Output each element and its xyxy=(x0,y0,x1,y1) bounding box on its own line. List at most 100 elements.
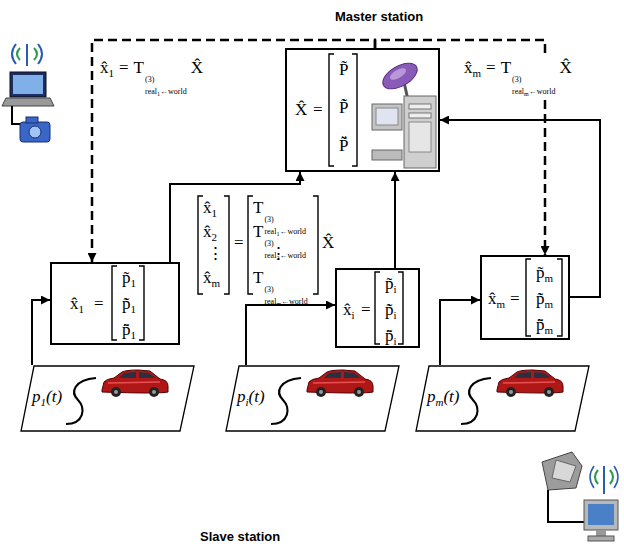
equation: X̂ xyxy=(322,233,334,253)
math-text: = xyxy=(94,294,104,313)
math-text: = xyxy=(486,58,496,77)
script-stack: (3)realm←world xyxy=(512,72,555,99)
math-text: T xyxy=(253,198,263,217)
math-text: ←world xyxy=(529,87,556,96)
connector xyxy=(440,300,480,365)
script-row: (3) xyxy=(264,282,307,294)
math-text: x̂ xyxy=(488,289,497,308)
math-text: 1 xyxy=(79,303,85,315)
math-text: ←world xyxy=(160,87,187,96)
math-text: (3) xyxy=(264,285,273,294)
equation: p̃i xyxy=(385,274,397,299)
equation: ⋮ xyxy=(270,244,287,264)
equation: P̃̇ xyxy=(339,98,348,118)
script-row: real1←world xyxy=(145,84,187,99)
parallelogram-shape xyxy=(21,366,194,431)
trajectory-panel: p1(t) xyxy=(20,365,195,432)
vehicle-panel-2 xyxy=(271,370,373,424)
math-text: = xyxy=(510,289,520,308)
math-text: p̃̇ xyxy=(385,300,394,319)
math-text: 1 xyxy=(41,396,47,408)
math-text: 1 xyxy=(212,207,218,219)
connector xyxy=(170,172,300,262)
math-text: ⋮ xyxy=(270,244,287,263)
math-text: i xyxy=(394,283,397,295)
math-text: x̂ xyxy=(203,268,212,287)
equation: p̃̇1 xyxy=(122,294,136,319)
math-text: m xyxy=(436,396,444,408)
math-text: P̃̈ xyxy=(339,136,348,155)
connector xyxy=(246,305,335,365)
trajectory-panel: pi(t) xyxy=(225,365,400,432)
math-text: m xyxy=(524,91,529,97)
math-text: p̃̈ xyxy=(385,326,394,345)
math-text: i xyxy=(246,396,249,408)
equation: p̃̈m xyxy=(536,315,553,340)
math-text: (3) xyxy=(264,215,273,224)
equation: x̂2 xyxy=(203,222,217,247)
equation: x̂1 xyxy=(203,198,217,223)
vehicle-panel-3 xyxy=(461,370,563,424)
math-text: 2 xyxy=(212,231,218,243)
math-text: (t) xyxy=(249,387,265,406)
math-text: m xyxy=(497,298,506,310)
math-text: ←world xyxy=(279,227,306,236)
equation: p̃̇i xyxy=(385,300,397,325)
slave-box: x̂m=p̃mp̃̇mp̃̈m xyxy=(480,255,570,340)
math-text: P̃ xyxy=(339,60,348,79)
equation: x̂m=T(3)realm←worldX̂ xyxy=(462,58,574,99)
connector xyxy=(394,172,396,268)
math-text: i xyxy=(394,335,397,347)
equation: p̃m xyxy=(536,263,553,288)
math-text: p̃ xyxy=(122,268,131,287)
math-text: X̂ xyxy=(191,58,203,77)
equation: = xyxy=(510,289,520,309)
math-text: x̂ xyxy=(100,58,109,77)
equation: P̃̈ xyxy=(339,136,348,156)
equation: x̂1=T(3)real1←worldX̂ xyxy=(100,58,203,99)
equation: ⋮ xyxy=(207,244,224,264)
script-stack: (3)realm←world xyxy=(264,282,307,309)
math-text: m xyxy=(212,277,221,289)
math-text: m xyxy=(545,272,554,284)
math-text: p xyxy=(237,387,246,406)
math-text: 1 xyxy=(109,67,115,79)
equation: x̂1 xyxy=(70,294,84,319)
math-text: P̃̇ xyxy=(339,98,348,117)
script-row: realm←world xyxy=(512,84,555,99)
math-text: 1 xyxy=(276,231,279,237)
dashed-connector xyxy=(92,40,375,262)
math-text: (t) xyxy=(443,387,459,406)
equation: pi(t) xyxy=(237,387,265,412)
master-box: X̂ = P̃ P̃̇ P̃̈ xyxy=(285,48,440,172)
slave-laptop-camera xyxy=(2,44,54,142)
math-text: x̂ xyxy=(464,58,473,77)
equation: T(3)realm←world xyxy=(253,268,308,309)
slave-box: x̂i=p̃ip̃̇ip̃̈i xyxy=(335,268,420,348)
math-text: p̃̇ xyxy=(122,294,131,313)
equation: = xyxy=(234,233,244,253)
math-text: X̂ xyxy=(295,100,307,119)
math-text: = xyxy=(313,100,323,119)
math-text: real xyxy=(264,227,276,236)
math-text: real xyxy=(512,87,524,96)
math-text: x̂ xyxy=(70,294,79,313)
math-text: 1 xyxy=(131,303,137,315)
equation: p̃̈i xyxy=(385,326,397,351)
parallelogram-shape xyxy=(226,366,399,431)
math-text: (3) xyxy=(145,75,154,84)
equation: x̂m xyxy=(203,268,220,293)
equation: X̂ xyxy=(295,100,307,120)
station-title: Slave station xyxy=(200,529,280,544)
math-text: real xyxy=(145,87,157,96)
script-row: (3) xyxy=(264,212,306,224)
math-text: 1 xyxy=(131,329,137,341)
equation: P̃ xyxy=(339,60,348,80)
math-text: (t) xyxy=(46,387,62,406)
station-title: Master station xyxy=(335,6,423,27)
equation: x̂m xyxy=(488,289,505,314)
math-text: 1 xyxy=(131,277,137,289)
math-text: T xyxy=(253,222,263,241)
math-text: m xyxy=(473,67,482,79)
